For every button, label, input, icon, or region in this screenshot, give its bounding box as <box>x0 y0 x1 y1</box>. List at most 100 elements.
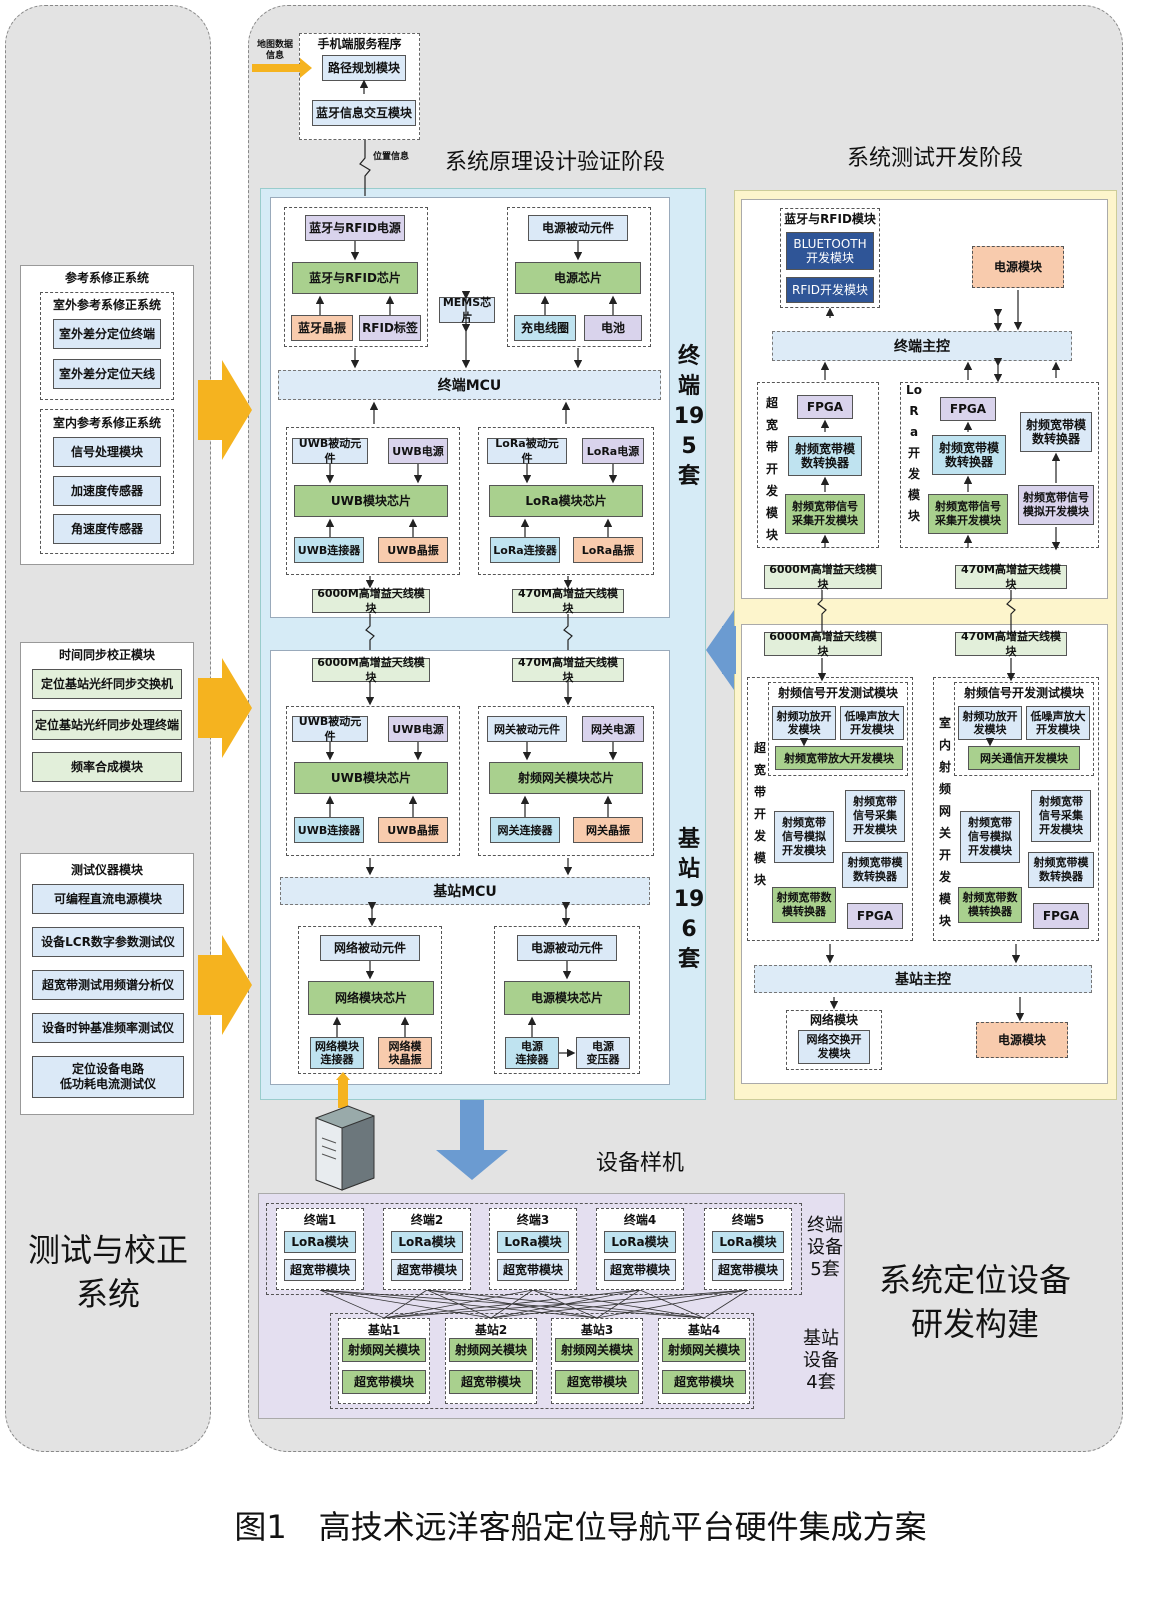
term-ant-6000: 6000M高增益天线模块 <box>312 587 430 615</box>
net-chip: 网络模块芯片 <box>308 981 434 1015</box>
terminal-lora: LoRa模块 <box>604 1231 676 1253</box>
lora-connector: LoRa连接器 <box>490 537 560 563</box>
gw-dac: 射频宽带数 模转换器 <box>958 887 1022 923</box>
ref-indoor-title: 室内参考系修正系统 <box>52 416 161 430</box>
base-uwb-sim: 射频宽带 信号模拟 开发模块 <box>774 811 834 863</box>
terminal-count-text: 终端195套 <box>673 344 705 489</box>
test-base-ant-6000: 6000M高增益天线模块 <box>764 630 882 658</box>
base-sample-title: 基站1 <box>367 1323 401 1337</box>
bt-rfid-power: 蓝牙与RFID电源 <box>305 215 405 241</box>
bt-crystal: 蓝牙晶振 <box>291 315 353 341</box>
stage1-title: 系统原理设计验证阶段 <box>444 150 665 175</box>
map-data-label: 地图数据 信息 <box>256 40 293 61</box>
power-chip: 电源芯片 <box>515 262 641 294</box>
base-uwb-adc: 射频宽带模 数转换器 <box>842 852 908 888</box>
clock-freq-tester: 设备时钟基准频率测试仪 <box>32 1013 184 1043</box>
mems-chip: MEMS芯片 <box>439 296 495 324</box>
term-ant-470: 470M高增益天线模块 <box>512 587 624 615</box>
base-gateway: 射频网关模块 <box>342 1338 426 1362</box>
test-term-ant-6000: 6000M高增益天线模块 <box>764 563 882 591</box>
figure-caption: 图1 高技术远洋客船定位导航平台硬件集成方案 <box>234 1508 927 1546</box>
base-uwb-chip: UWB模块芯片 <box>294 762 448 794</box>
base-count-text: 基站196套 <box>673 827 705 972</box>
rf-test-gw-title: 射频信号开发测试模块 <box>963 686 1084 700</box>
base-count: 基站196套 <box>672 825 706 975</box>
base-power-chip: 电源模块芯片 <box>504 981 630 1015</box>
bt-interaction: 蓝牙信息交互模块 <box>312 100 416 126</box>
terminal-lora: LoRa模块 <box>391 1231 463 1253</box>
uwb-chip: UWB模块芯片 <box>294 485 448 517</box>
test-base-power: 电源模块 <box>976 1022 1068 1058</box>
test-instruments-title: 测试仪器模块 <box>70 863 143 877</box>
rf-test-uwb-title: 射频信号开发测试模块 <box>777 686 898 700</box>
gyro-sensor: 角速度传感器 <box>53 514 161 544</box>
route-planning: 路径规划模块 <box>322 55 406 81</box>
right-system-title: 系统定位设备 研发构建 <box>878 1261 1071 1343</box>
left-system-title: 测试与校正 系统 <box>27 1231 188 1313</box>
base-power-passive: 电源被动元件 <box>517 935 617 961</box>
terminal-lora: LoRa模块 <box>497 1231 569 1253</box>
base-uwb-dac: 射频宽带数 模转换器 <box>772 887 836 923</box>
current-tester: 定位设备电路 低功耗电流测试仪 <box>32 1056 184 1098</box>
test-uwb-acq: 射频宽带信号 采集开发模块 <box>785 494 865 534</box>
dc-power-module: 可编程直流电源模块 <box>32 884 184 914</box>
test-term-ant-470: 470M高增益天线模块 <box>955 563 1067 591</box>
test-lora-sim: 射频宽带信号 模拟开发模块 <box>1018 485 1094 525</box>
net-switch-dev: 网络交换开 发模块 <box>798 1030 870 1064</box>
base-uwb-fpga: FPGA <box>847 903 903 929</box>
base-uwb-power: UWB电源 <box>388 716 448 742</box>
base-uwb: 超宽带模块 <box>555 1370 639 1394</box>
gw-connector: 网关连接器 <box>490 817 560 843</box>
base-sample-title: 基站4 <box>687 1323 721 1337</box>
net-crystal: 网络模 块晶振 <box>378 1037 432 1069</box>
test-lora-fpga: FPGA <box>940 397 996 421</box>
test-base-ant-470: 470M高增益天线模块 <box>955 630 1067 658</box>
base-uwb-acq: 射频宽带 信号采集 开发模块 <box>845 790 905 842</box>
accel-sensor: 加速度传感器 <box>53 476 161 506</box>
base-power-connector: 电源 连接器 <box>505 1037 559 1069</box>
power-passive: 电源被动元件 <box>528 215 628 241</box>
gw-chip: 射频网关模块芯片 <box>489 762 643 794</box>
lora-crystal: LoRa晶振 <box>573 537 643 563</box>
gw-crystal: 网关晶振 <box>573 817 643 843</box>
base-mcu: 基站MCU <box>280 877 650 905</box>
battery: 电池 <box>584 315 642 341</box>
uwb-lna: 低噪声放大 开发模块 <box>840 706 904 740</box>
bluetooth-dev: BLUETOOTH 开发模块 <box>786 232 874 270</box>
terminal-main-control: 终端主控 <box>772 331 1072 361</box>
test-bt-title: 蓝牙与RFID模块 <box>784 212 876 226</box>
stage2-title: 系统测试开发阶段 <box>846 146 1023 171</box>
terminal-uwb: 超宽带模块 <box>712 1259 784 1281</box>
sample-title: 设备样机 <box>595 1151 684 1176</box>
base-gateway: 射频网关模块 <box>449 1338 533 1362</box>
terminal-sample-title: 终端2 <box>410 1213 444 1227</box>
lora-passive: LoRa被动元件 <box>487 437 567 465</box>
base-main-control: 基站主控 <box>754 965 1092 993</box>
test-net-title: 网络模块 <box>809 1013 858 1027</box>
net-connector: 网络模块 连接器 <box>310 1037 364 1069</box>
terminal-uwb: 超宽带模块 <box>391 1259 463 1281</box>
base-sample-title: 基站3 <box>580 1323 614 1337</box>
base-uwb: 超宽带模块 <box>449 1370 533 1394</box>
test-lora-adc2: 射频宽带模 数转换器 <box>1020 412 1092 452</box>
phone-service-title: 手机端服务程序 <box>317 37 402 51</box>
lora-chip: LoRa模块芯片 <box>489 485 643 517</box>
terminal-lora: LoRa模块 <box>284 1231 356 1253</box>
gw-power: 网关电源 <box>582 716 644 742</box>
test-uwb-label: 超宽带开发模块 <box>765 396 778 542</box>
gw-acq: 射频宽带 信号采集 开发模块 <box>1031 790 1091 842</box>
base-power-transformer: 电源 变压器 <box>576 1037 630 1069</box>
terminal-count: 终端195套 <box>672 342 706 492</box>
terminal-sample-title: 终端3 <box>516 1213 550 1227</box>
base-uwb: 超宽带模块 <box>342 1370 426 1394</box>
test-uwb-fpga: FPGA <box>797 395 853 419</box>
test-lora-acq: 射频宽带信号 采集开发模块 <box>928 494 1008 534</box>
gw-lna: 低噪声放大 开发模块 <box>1026 706 1090 740</box>
base-gateway: 射频网关模块 <box>662 1338 746 1362</box>
lcr-tester: 设备LCR数字参数测试仪 <box>32 927 184 957</box>
base-ant-6000: 6000M高增益天线模块 <box>312 656 430 684</box>
terminal-uwb: 超宽带模块 <box>284 1259 356 1281</box>
base-gateway: 射频网关模块 <box>555 1338 639 1362</box>
gw-comm: 网关通信开发模块 <box>968 746 1080 770</box>
time-sync-title: 时间同步校正模块 <box>58 648 155 662</box>
